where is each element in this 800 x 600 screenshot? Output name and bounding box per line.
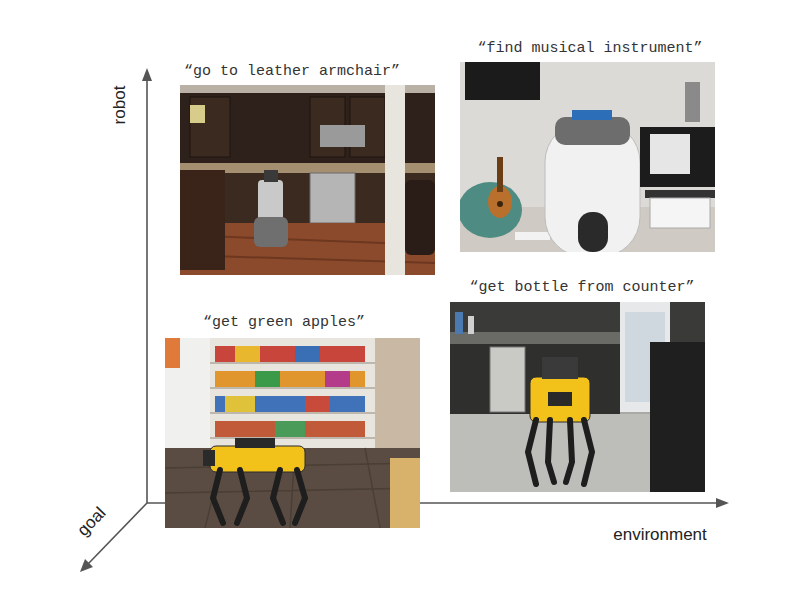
kitchen-photo	[180, 85, 435, 275]
task-caption: “get green apples”	[203, 314, 365, 332]
living-room-photo	[458, 62, 715, 257]
store-photo	[165, 338, 420, 528]
quadruped-robot	[203, 438, 305, 523]
task-caption: “get bottle from counter”	[469, 279, 694, 297]
axis-label: goal	[74, 503, 111, 540]
counter-photo	[450, 302, 705, 492]
task-caption: “find musical instrument”	[477, 40, 702, 58]
axis-label: robot	[110, 86, 130, 125]
axis-label: environment	[613, 525, 707, 545]
task-caption: “go to leather armchair”	[184, 63, 400, 81]
axes	[80, 68, 729, 572]
quadruped-robot	[528, 357, 592, 484]
